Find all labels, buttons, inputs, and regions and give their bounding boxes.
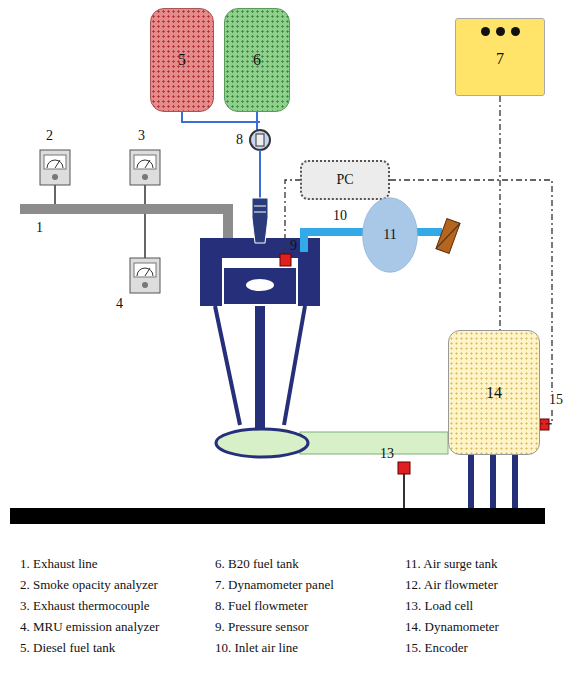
- legend-entry: 10. Inlet air line: [215, 640, 298, 656]
- callout-number: 1: [36, 220, 43, 236]
- piston: [224, 268, 296, 304]
- drive-shaft: [300, 432, 448, 454]
- dynamometer-panel: 7: [455, 18, 545, 96]
- callout-number: 13: [380, 446, 394, 462]
- encoder: [540, 419, 549, 430]
- fuel-flowmeter-window: [256, 134, 264, 146]
- piston-pin: [246, 279, 274, 291]
- callout-number: 15: [548, 392, 564, 408]
- fuel-line: [259, 150, 261, 198]
- legend-entry: 1. Exhaust line: [20, 556, 98, 572]
- node-text: 7: [496, 50, 504, 68]
- node-text: 6: [253, 51, 261, 69]
- exhaust-line: [20, 209, 228, 240]
- fuel-tank: 5: [150, 8, 214, 112]
- signal-line: [285, 180, 300, 254]
- injector-detail: [254, 206, 266, 212]
- legend-entry: 8. Fuel flowmeter: [215, 598, 308, 614]
- indicator-dot: [496, 27, 505, 36]
- callout-number: 3: [138, 128, 145, 144]
- indicator-dot: [511, 27, 520, 36]
- legend-entry: 4. MRU emission analyzer: [20, 619, 159, 635]
- air-flowmeter: [436, 219, 460, 254]
- node-text: 5: [178, 51, 186, 69]
- callout-number: 9: [290, 238, 297, 254]
- legend-entry: 15. Encoder: [405, 640, 468, 656]
- indicator-dots: [481, 27, 520, 36]
- callout-number: 10: [333, 208, 347, 224]
- fuel-flowmeter: [250, 130, 270, 150]
- callout-number: 8: [236, 132, 243, 148]
- load-cell: [398, 462, 410, 474]
- indicator-dot: [481, 27, 490, 36]
- load-cell-mount: [403, 474, 405, 508]
- pressure-sensor: [280, 254, 291, 266]
- legend-entry: 6. B20 fuel tank: [215, 556, 299, 572]
- node-text: 14: [486, 384, 502, 402]
- dynamometer-leg: [490, 455, 496, 508]
- gauge-symbol: [130, 214, 160, 293]
- surge-tank-ellipse: 11: [362, 197, 418, 273]
- gauge-symbol: [130, 150, 160, 204]
- signal-connector: [499, 96, 500, 330]
- dynamometer-box: 14: [448, 330, 540, 455]
- fuel-tank: 6: [224, 8, 290, 112]
- legend-entry: 14. Dynamometer: [405, 619, 499, 635]
- legend-entry: 13. Load cell: [405, 598, 473, 614]
- gauge-symbol: [40, 150, 70, 204]
- connecting-rod: [255, 300, 265, 435]
- legend-entry: 2. Smoke opacity analyzer: [20, 577, 158, 593]
- callout-number: 2: [46, 128, 53, 144]
- legend-entry: 11. Air surge tank: [405, 556, 497, 572]
- crankshaft: [216, 429, 308, 457]
- node-text: 11: [383, 227, 396, 243]
- fuel-line: [182, 112, 260, 130]
- legend-entry: 12. Air flowmeter: [405, 577, 498, 593]
- injector: [252, 198, 268, 243]
- ellipse-shape: [363, 198, 418, 272]
- legend-entry: 5. Diesel fuel tank: [20, 640, 115, 656]
- node-text: PC: [336, 172, 353, 188]
- test-bed-base: [10, 508, 545, 524]
- legend-entry: 3. Exhaust thermocouple: [20, 598, 150, 614]
- computer-box: PC: [300, 160, 390, 200]
- callout-number: 4: [116, 296, 123, 312]
- dynamometer-leg: [512, 455, 518, 508]
- legend-entry: 7. Dynamometer panel: [215, 577, 334, 593]
- legend-entry: 9. Pressure sensor: [215, 619, 309, 635]
- dynamometer-leg: [468, 455, 474, 508]
